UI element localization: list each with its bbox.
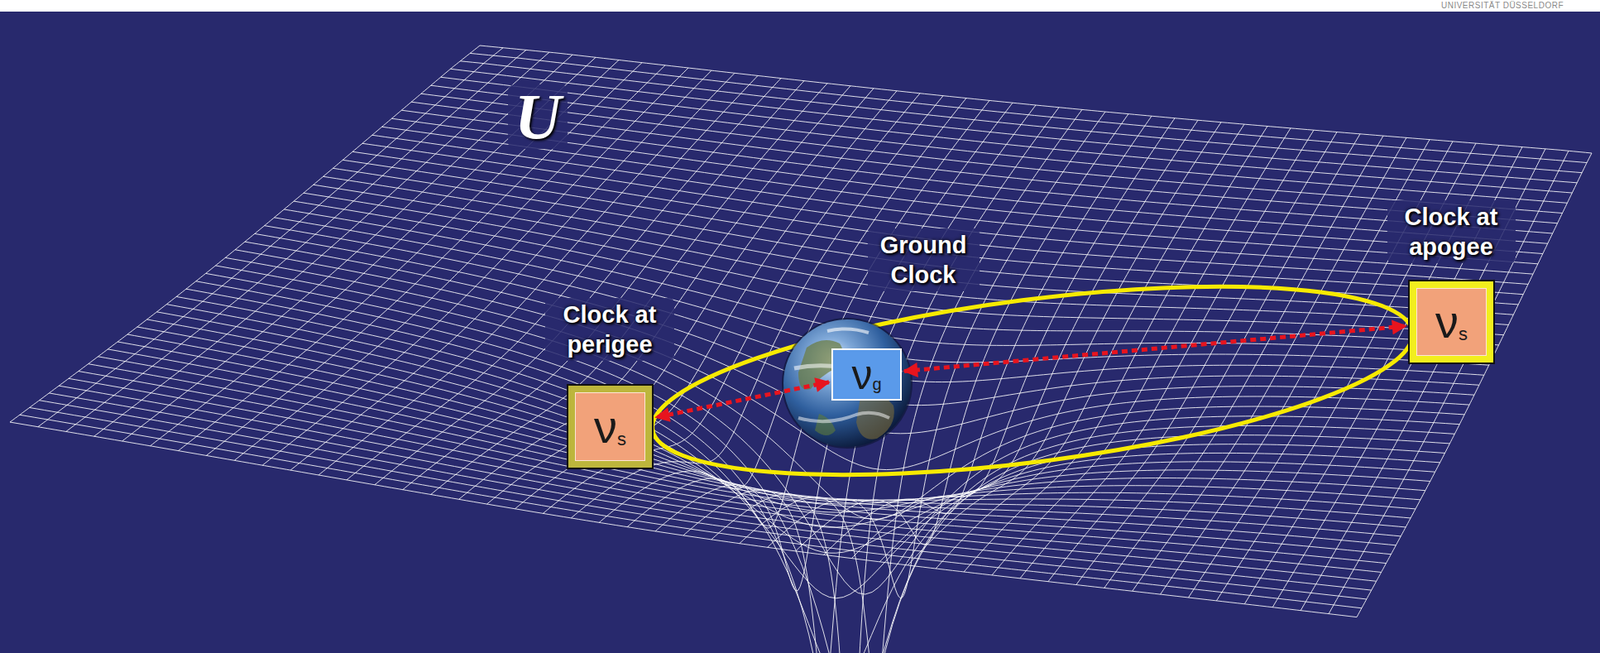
grid-line	[78, 371, 1392, 555]
grid-line	[9, 421, 1357, 618]
grid-line	[293, 201, 1499, 345]
grid-line	[1020, 129, 1314, 579]
frequency-symbol: ν	[594, 403, 618, 451]
earth-sphere	[783, 319, 911, 447]
grid-line	[542, 93, 920, 514]
clock-box: νg	[831, 348, 902, 401]
grid-line	[303, 192, 1505, 336]
grid-line	[68, 378, 1387, 563]
orbit-ellipse	[641, 251, 1423, 510]
grid-line	[935, 124, 1245, 569]
frequency-symbol: ν	[1435, 298, 1459, 345]
grid-line	[127, 334, 1416, 509]
grid-line	[1328, 150, 1569, 614]
grid-line	[137, 326, 1421, 504]
ground-clock-node: νgGround Clock	[831, 348, 902, 401]
clock-frame: νs	[1408, 279, 1495, 365]
grid-line	[1104, 135, 1384, 588]
frequency-symbol: ν	[851, 354, 872, 396]
earth-globe	[781, 317, 913, 449]
grid-line	[991, 128, 1291, 575]
clock-heading: Clock at perigee	[545, 297, 675, 362]
grid-line	[98, 356, 1402, 537]
grid-line	[431, 85, 1568, 203]
satellite-clock-node: νsClock at perigee	[566, 383, 654, 470]
grid-line	[122, 54, 573, 441]
signal-arrow	[904, 325, 1406, 371]
clock-face: νs	[1416, 287, 1487, 356]
grid-line	[88, 364, 1397, 546]
top-bar	[0, 0, 1600, 12]
signal-arrow	[656, 382, 829, 417]
grid-line	[1356, 153, 1592, 618]
grid-line	[1076, 134, 1361, 585]
grid-line	[1132, 137, 1407, 591]
earth-surface	[794, 328, 902, 439]
grid-line	[374, 78, 781, 485]
grid-line	[852, 118, 1176, 559]
grid-line	[39, 400, 1372, 590]
grid-line	[225, 257, 1465, 519]
signal-links	[656, 325, 1406, 417]
spacetime-grid	[9, 45, 1592, 653]
frequency-subscript: g	[871, 375, 882, 393]
frequency-subscript: s	[617, 430, 627, 449]
grid-line	[683, 105, 1036, 653]
clock-face: νs	[574, 392, 646, 461]
grid-line	[421, 93, 1563, 213]
institution-name: UNIVERSITÄT DÜSSELDORF	[1441, 1, 1564, 10]
grid-line	[879, 119, 1198, 562]
grid-line	[215, 265, 1461, 595]
grid-line	[411, 101, 1557, 224]
frequency-subscript: s	[1458, 325, 1468, 344]
earth-shadow	[781, 317, 913, 449]
cloud	[827, 328, 869, 333]
continent	[814, 413, 836, 436]
grid-line	[29, 407, 1367, 599]
grid-line	[401, 110, 1553, 234]
grid-line	[1300, 148, 1546, 611]
grid-line	[150, 57, 596, 446]
clock-heading: Clock at apogee	[1387, 200, 1516, 264]
potential-symbol: U	[507, 84, 568, 149]
grid-line	[196, 281, 1451, 653]
grid-line	[431, 83, 828, 495]
grid-line	[711, 107, 1059, 653]
clock-frame: νs	[566, 383, 654, 470]
cloud	[798, 412, 890, 422]
grid-line	[234, 65, 666, 460]
clock-face: νg	[833, 349, 901, 399]
grid-line	[48, 392, 1376, 581]
grid-line	[333, 167, 1519, 305]
grid-line	[1272, 147, 1523, 608]
grid-line	[58, 385, 1381, 572]
clock-heading: Ground Clock	[867, 228, 980, 293]
satellite-clock-node: νsClock at apogee	[1408, 279, 1495, 365]
